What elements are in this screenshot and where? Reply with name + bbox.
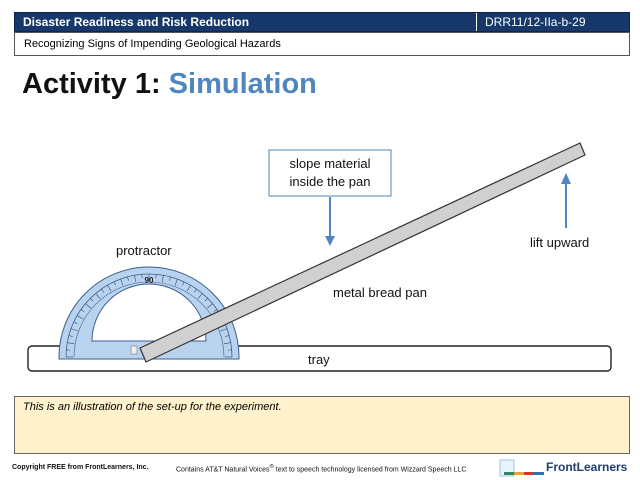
protractor-tick <box>73 321 78 324</box>
protractor-tick <box>70 328 78 332</box>
protractor-tick <box>95 293 101 299</box>
protractor-tick <box>169 276 171 281</box>
registered-mark: ® <box>269 464 274 470</box>
caption-text: This is an illustration of the set-up fo… <box>23 401 282 413</box>
protractor-tick <box>161 275 164 283</box>
footer-note-end: text to speech technology licensed from … <box>273 466 467 474</box>
protractor-tick <box>207 303 213 309</box>
protractor-center-mark: 90 <box>145 276 154 285</box>
brand-name: FrontLearners <box>546 460 628 474</box>
footer-note-start: Contains AT&T Natural Voices <box>176 466 270 474</box>
up-arrow-icon <box>561 173 571 228</box>
protractor-tick <box>120 278 124 286</box>
protractor-tick <box>194 288 197 293</box>
page-title: Activity 1: Simulation <box>22 68 317 101</box>
protractor-tick <box>90 298 94 302</box>
tray-label: tray <box>308 352 330 367</box>
down-arrow-icon <box>325 197 335 246</box>
protractor-tick <box>223 342 231 345</box>
protractor-tick <box>80 309 85 312</box>
protractor-tick <box>197 293 203 299</box>
protractor-tick <box>67 342 75 345</box>
lift-upward-label: lift upward <box>530 235 589 250</box>
protractor-tick <box>174 278 178 286</box>
callout-line-1: slope material <box>290 156 371 171</box>
protractor-tick <box>76 315 84 320</box>
lesson-subtitle: Recognizing Signs of Impending Geologica… <box>14 32 630 56</box>
protractor-tick <box>127 276 129 281</box>
title-prefix: Activity 1: <box>22 68 161 100</box>
title-activity-name: Simulation <box>168 68 317 100</box>
protractor-tick <box>101 288 104 293</box>
header-bar: Disaster Readiness and Risk Reduction DR… <box>14 12 630 32</box>
caption-box: This is an illustration of the set-up fo… <box>14 396 630 454</box>
protractor-tick <box>186 284 191 292</box>
protractor-tick <box>85 303 91 309</box>
protractor-label: protractor <box>116 243 172 258</box>
protractor-tick <box>107 284 112 292</box>
protractor-tick <box>220 328 228 332</box>
footer-copyright: Copyright FREE from FrontLearners, Inc. <box>12 464 149 471</box>
course-title: Disaster Readiness and Risk Reduction <box>23 15 250 29</box>
protractor-tick <box>134 275 137 283</box>
protractor-tick <box>204 298 208 302</box>
protractor-tick <box>225 335 230 337</box>
footer-note: Contains AT&T Natural Voices® text to sp… <box>176 464 466 473</box>
lesson-code: DRR11/12-IIa-b-29 <box>476 13 630 31</box>
frontlearners-logo-icon <box>499 459 544 477</box>
protractor-tick <box>68 335 73 337</box>
callout-box <box>268 149 392 197</box>
callout-line-2: inside the pan <box>290 174 371 189</box>
protractor-tick <box>113 281 116 286</box>
bread-pan-label: metal bread pan <box>333 285 427 300</box>
protractor-tick <box>213 309 218 312</box>
bread-pan-shape <box>139 142 586 363</box>
protractor-tick <box>182 281 185 286</box>
